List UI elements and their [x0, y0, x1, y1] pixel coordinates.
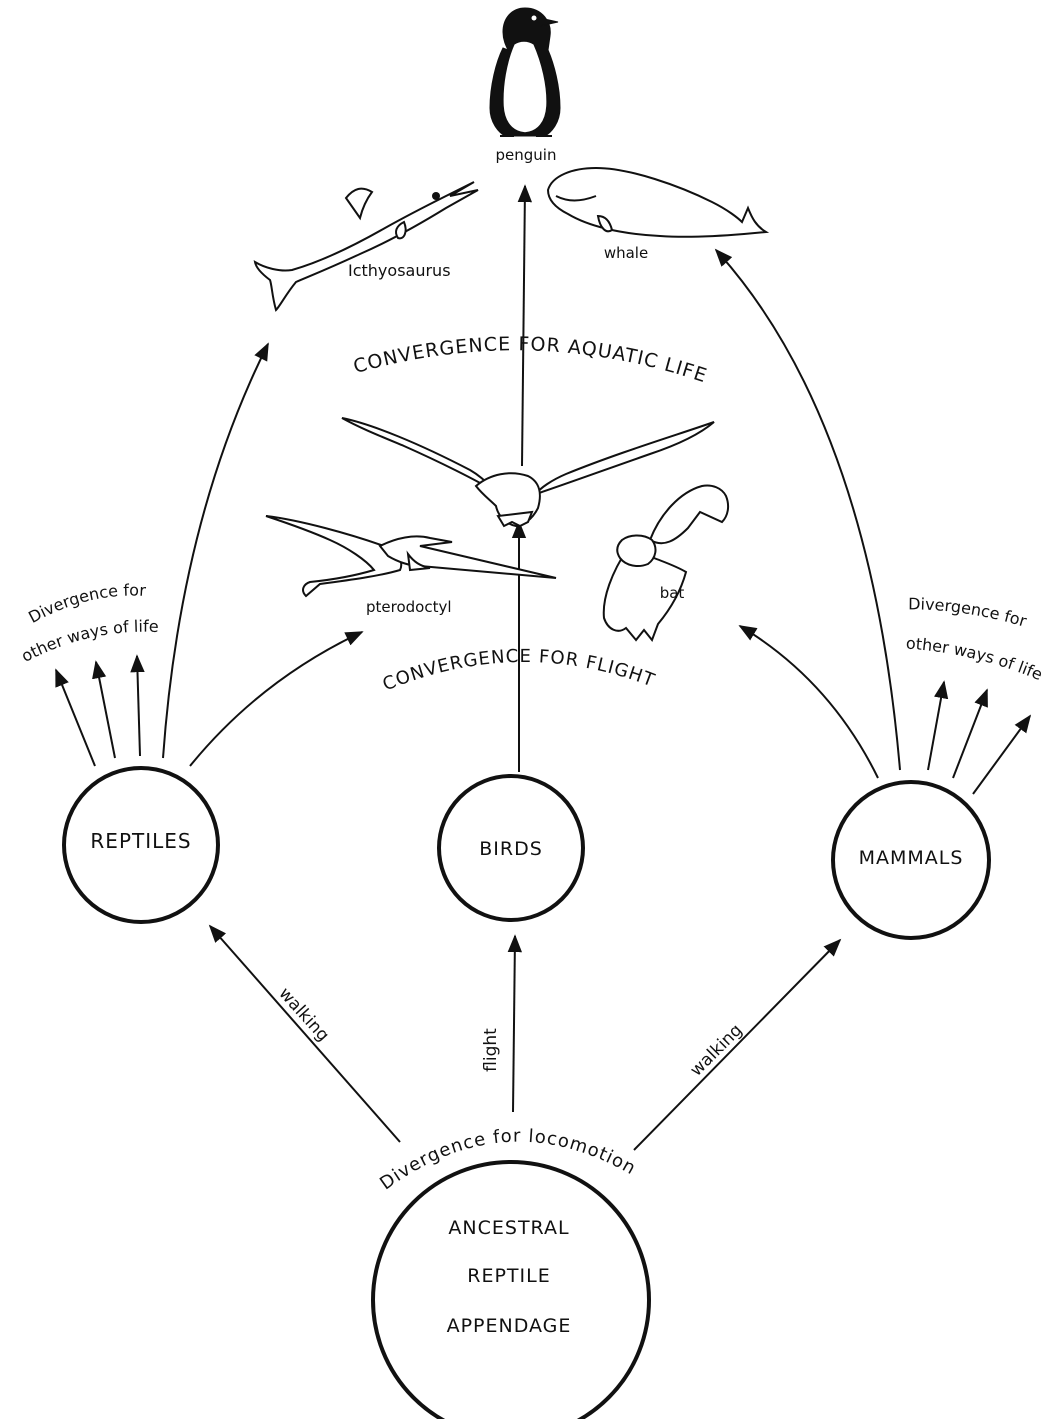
arrow-reptiles-to-ichthyosaurus: [162, 342, 269, 759]
ancestral-node: ANCESTRAL REPTILE APPENDAGE: [371, 1160, 651, 1419]
gull-illustration: [341, 417, 715, 528]
arrow-mammals-divergence-1: [927, 680, 949, 771]
bat-label: bat: [660, 584, 685, 602]
bat-lower-wing: [602, 546, 688, 642]
heading-locomotion: Divergence for locomotion: [376, 1126, 640, 1195]
penguin-belly: [502, 40, 548, 134]
arrow-reptiles-to-pterodactyl: [189, 631, 364, 767]
whale-mouth: [555, 195, 597, 202]
pterodactyl-head: [378, 535, 557, 579]
arrows: [55, 184, 1032, 1151]
arrow-ancestral-to-birds: [507, 934, 523, 1113]
right-note-line2: other ways of life: [905, 634, 1045, 685]
pterodactyl-label: pterodoctyl: [366, 598, 452, 616]
arrow-reptiles-divergence-2: [92, 660, 116, 759]
ancestral-line3: APPENDAGE: [447, 1315, 572, 1337]
penguin-beak: [539, 17, 559, 27]
whale-body: [546, 166, 770, 238]
ichthyosaurus-body: [253, 181, 479, 312]
right-note-line1: Divergence for: [908, 594, 1029, 630]
mammals-node: MAMMALS: [831, 780, 991, 940]
reptiles-node: REPTILES: [62, 766, 220, 924]
ichthyosaurus-dorsal-fin: [344, 187, 374, 221]
arrow-reptiles-divergence-1: [55, 668, 96, 767]
bat-illustration: bat: [602, 484, 730, 642]
heading-aquatic-text: CONVERGENCE FOR AQUATIC LIFE: [351, 333, 709, 387]
reptiles-label: REPTILES: [90, 829, 191, 853]
mammals-label: MAMMALS: [859, 847, 964, 869]
arrow-gull-to-penguin: [517, 184, 533, 467]
right-note-line1-text: Divergence for: [908, 594, 1029, 630]
gull-left-wing: [341, 417, 497, 493]
heading-aquatic: CONVERGENCE FOR AQUATIC LIFE: [351, 333, 710, 387]
birds-circle: [437, 774, 585, 922]
birds-node: BIRDS: [437, 774, 585, 922]
arrow-mammals-divergence-2: [952, 688, 988, 779]
ichthyosaurus-illustration: Icthyosaurus: [253, 181, 479, 312]
arrow-reptiles-divergence-3: [130, 654, 145, 757]
pterodactyl-wing: [265, 515, 403, 598]
penguin-eye: [531, 15, 537, 21]
ancestral-line1: ANCESTRAL: [448, 1217, 569, 1239]
ichthyosaurus-eye: [432, 192, 440, 200]
whale-flipper: [596, 214, 614, 233]
pterodactyl-neck: [406, 550, 431, 572]
heading-locomotion-text: Divergence for locomotion: [376, 1126, 639, 1195]
birds-label: BIRDS: [479, 838, 543, 860]
bat-upper-wing: [648, 484, 730, 545]
pterodactyl-illustration: pterodoctyl: [265, 515, 557, 616]
penguin-label: penguin: [496, 146, 557, 164]
penguin-illustration: penguin: [489, 7, 561, 164]
edge-label-flight: flight: [481, 1028, 501, 1072]
whale-label: whale: [604, 244, 648, 262]
edge-label-walking-left: walking: [274, 984, 332, 1046]
mammals-circle: [831, 780, 991, 940]
edge-label-walking-right: walking: [686, 1020, 746, 1080]
whale-illustration: whale: [546, 166, 770, 262]
ancestral-circle: [371, 1160, 651, 1419]
ichthyosaurus-label: Icthyosaurus: [348, 261, 451, 280]
arrow-ancestral-to-mammals: [633, 938, 842, 1151]
arrow-ancestral-to-reptiles: [208, 924, 401, 1143]
arrow-mammals-to-whale: [714, 248, 901, 771]
reptiles-circle: [62, 766, 220, 924]
ancestral-line2: REPTILE: [467, 1265, 550, 1287]
arrow-mammals-divergence-3: [972, 714, 1032, 795]
right-note-line2-text: other ways of life: [905, 634, 1045, 685]
arrow-mammals-to-bat: [738, 625, 879, 779]
bat-body: [616, 534, 657, 567]
gull-right-wing: [533, 421, 715, 496]
ichthyosaurus-flipper: [395, 220, 407, 240]
gull-tail: [496, 510, 534, 528]
